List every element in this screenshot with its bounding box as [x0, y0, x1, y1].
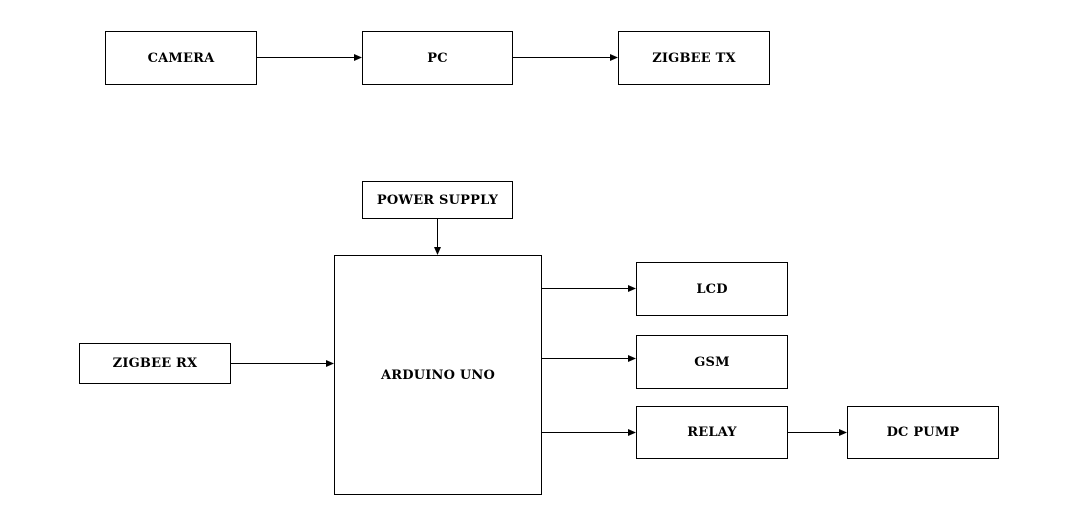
- relay-block: RELAY: [636, 406, 788, 459]
- arduino-uno-block: ARDUINO UNO: [334, 255, 542, 495]
- arduino-uno-label: ARDUINO UNO: [380, 367, 496, 383]
- power-supply-label: POWER SUPPLY: [376, 192, 499, 208]
- zigbee-tx-label: ZIGBEE TX: [652, 50, 736, 66]
- pc-block: PC: [362, 31, 513, 85]
- relay-label: RELAY: [687, 425, 737, 440]
- gsm-label: GSM: [694, 354, 730, 370]
- lcd-block: LCD: [636, 262, 788, 316]
- dc-pump-block: DC PUMP: [847, 406, 999, 459]
- zigbee-rx-block: ZIGBEE RX: [79, 343, 231, 384]
- lcd-label: LCD: [696, 281, 728, 297]
- camera-label: CAMERA: [147, 50, 215, 66]
- zigbee-tx-block: ZIGBEE TX: [618, 31, 770, 85]
- gsm-block: GSM: [636, 335, 788, 389]
- pc-label: PC: [427, 50, 448, 66]
- dc-pump-label: DC PUMP: [886, 425, 960, 440]
- camera-block: CAMERA: [105, 31, 257, 85]
- power-supply-block: POWER SUPPLY: [362, 181, 513, 219]
- zigbee-rx-label: ZIGBEE RX: [112, 356, 198, 371]
